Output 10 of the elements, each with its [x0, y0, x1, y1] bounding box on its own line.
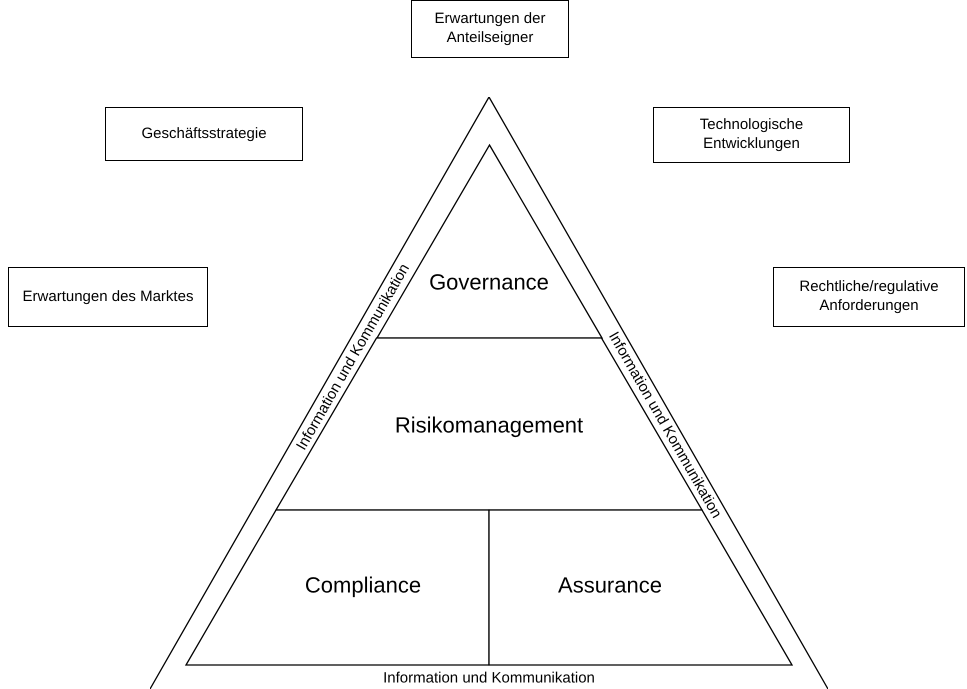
- factor-box: Technologische Entwicklungen: [653, 107, 850, 163]
- section-label: Assurance: [558, 572, 662, 600]
- band-label: Information und Kommunikation: [383, 670, 595, 686]
- section-label: Compliance: [304, 572, 422, 600]
- section-label: Governance: [429, 268, 549, 296]
- factor-box: Geschäftsstrategie: [105, 107, 303, 161]
- factor-box: Erwartungen der Anteilseigner: [411, 0, 569, 58]
- factor-box: Rechtliche/regulative Anforderungen: [773, 267, 965, 327]
- section-label: Risikomanagement: [394, 412, 584, 440]
- factor-box: Erwartungen des Marktes: [8, 267, 208, 327]
